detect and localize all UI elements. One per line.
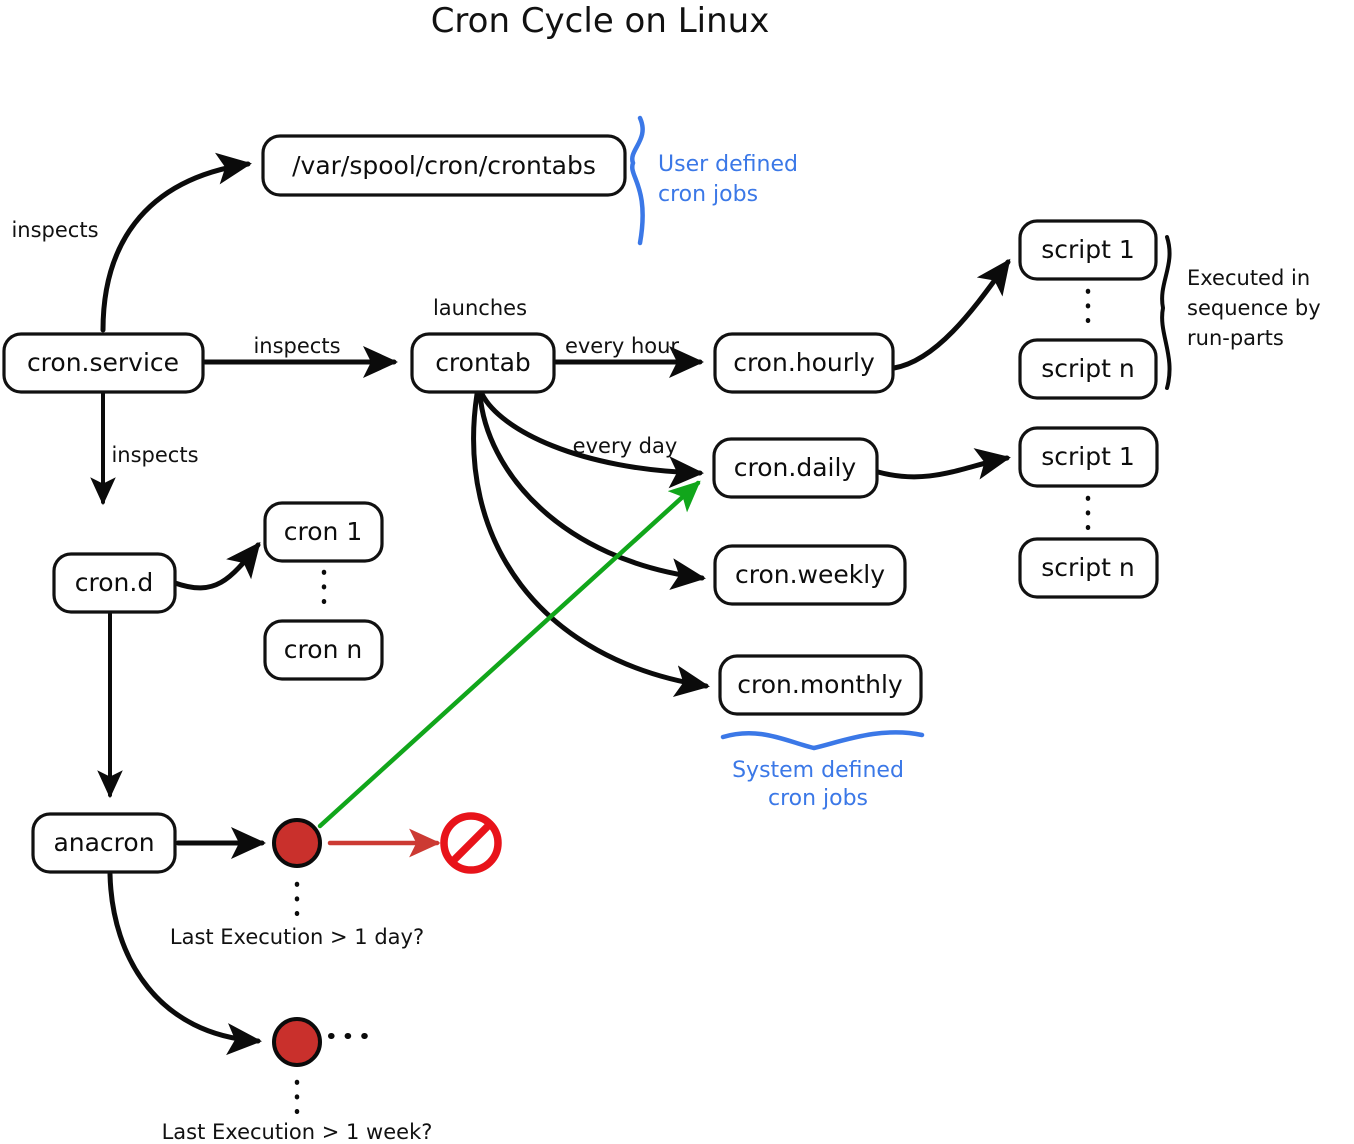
node-cron-1[interactable]: cron 1 (263, 501, 384, 563)
brace-system-defined (720, 730, 925, 751)
node-hourly-script-n[interactable]: script n (1018, 338, 1158, 400)
last-execution-day-label: Last Execution > 1 day? (170, 925, 424, 949)
node-anacron[interactable]: anacron (31, 812, 177, 874)
edge-crontab-to-weekly (477, 391, 706, 590)
node-label-hourly-script-n: script n (1041, 354, 1134, 383)
edge-daily-to-script1 (875, 448, 1011, 480)
edge-crontab-to-daily (479, 391, 704, 489)
node-label-cron-1: cron 1 (284, 517, 362, 546)
user-defined-line-2: cron jobs (658, 182, 758, 207)
edge-label-every-hour: every hour (565, 334, 679, 358)
node-label-hourly-script-1: script 1 (1041, 235, 1135, 264)
run-parts-line-2: sequence by (1187, 296, 1321, 320)
node-label-daily-script-1: script 1 (1041, 442, 1135, 471)
edge-hourly-to-script1 (891, 258, 1011, 371)
system-defined-line-2: cron jobs (768, 786, 868, 811)
run-parts-line-1: Executed in (1187, 266, 1310, 290)
node-label-cron-weekly: cron.weekly (735, 560, 885, 589)
page-title: Cron Cycle on Linux (431, 1, 770, 41)
user-defined-line-1: User defined (658, 152, 798, 177)
node-label-cron-d: cron.d (75, 568, 153, 597)
edge-check-to-daily-green (317, 480, 701, 829)
last-execution-week-label: Last Execution > 1 week? (162, 1120, 433, 1144)
brace-user-defined (630, 115, 645, 246)
node-cron-d[interactable]: cron.d (52, 552, 177, 614)
red-circle-icon-week[interactable] (272, 1017, 322, 1067)
no-entry-icon (440, 812, 502, 874)
node-label-daily-script-n: script n (1041, 553, 1134, 582)
edge-label-every-day: every day (573, 434, 678, 458)
brace-run-parts (1160, 235, 1172, 390)
node-label-crontabs-dir: /var/spool/cron/crontabs (292, 151, 596, 180)
run-parts-line-3: run-parts (1187, 326, 1284, 350)
node-label-crontab: crontab (435, 348, 531, 377)
edge-service-to-crontabs (100, 152, 252, 333)
node-cron-monthly[interactable]: cron.monthly (718, 654, 923, 716)
node-label-anacron: anacron (53, 828, 154, 857)
edge-crond-to-cron1 (172, 541, 261, 591)
node-cron-n[interactable]: cron n (263, 619, 384, 681)
node-hourly-script-1[interactable]: script 1 (1018, 219, 1158, 281)
edge-label-inspects-crond: inspects (111, 443, 198, 467)
edge-crontab-to-monthly (471, 391, 710, 697)
node-daily-script-n[interactable]: script n (1018, 537, 1159, 599)
node-label-cron-hourly: cron.hourly (733, 348, 875, 377)
node-cron-service[interactable]: cron.service (2, 332, 205, 394)
edge-anacron-to-week-check (107, 871, 262, 1056)
node-cron-daily[interactable]: cron.daily (712, 437, 879, 499)
node-crontabs-dir[interactable]: /var/spool/cron/crontabs (261, 134, 627, 197)
node-label-cron-monthly: cron.monthly (737, 670, 903, 699)
edge-label-inspects-crontab: inspects (253, 334, 340, 358)
node-label-cron-n: cron n (284, 635, 362, 664)
node-crontab[interactable]: crontab (410, 332, 556, 394)
node-cron-hourly[interactable]: cron.hourly (713, 332, 895, 394)
node-cron-weekly[interactable]: cron.weekly (713, 544, 907, 606)
edge-label-inspects-crontabs: inspects (11, 218, 98, 242)
node-label-cron-daily: cron.daily (734, 453, 857, 482)
node-label-cron-service: cron.service (27, 348, 179, 377)
edge-label-launches: launches (433, 296, 527, 320)
system-defined-line-1: System defined (732, 758, 904, 783)
node-daily-script-1[interactable]: script 1 (1018, 426, 1159, 488)
red-circle-icon-day[interactable] (272, 818, 322, 868)
